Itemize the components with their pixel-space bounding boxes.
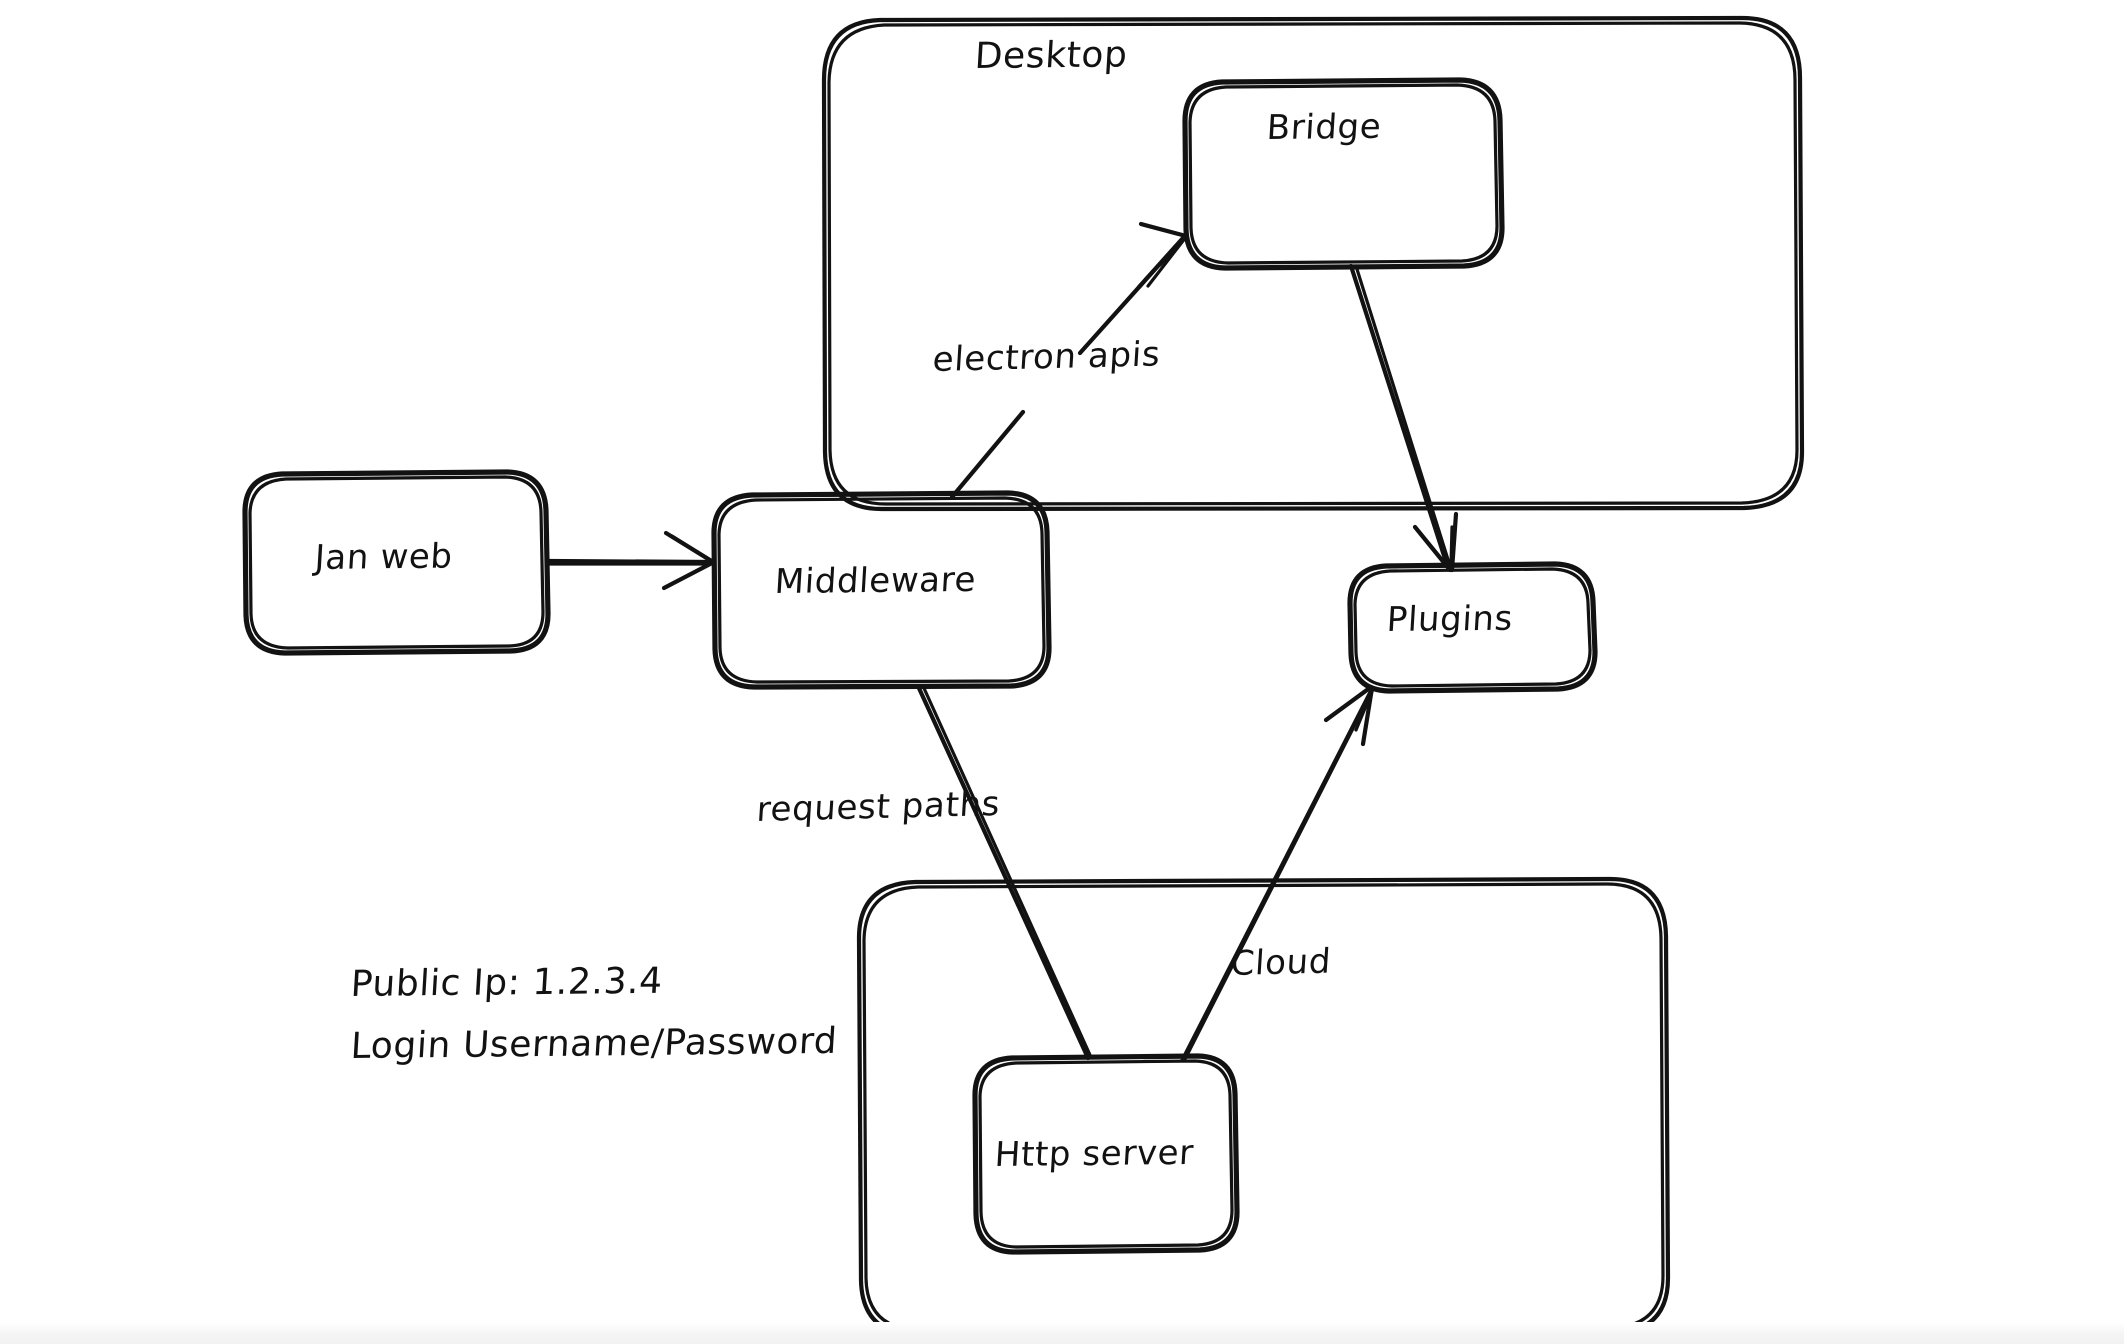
node-label-http-server: Http server — [993, 1132, 1195, 1175]
edge-middleware-to-http-server — [915, 683, 1092, 1061]
note-public-ip: Public Ip: 1.2.3.4 — [349, 960, 664, 1005]
node-plugins-shape[interactable] — [1347, 561, 1598, 694]
edge-web-to-middleware — [545, 530, 716, 591]
edge-label-electron-apis: electron apis — [931, 334, 1162, 380]
group-label-desktop: Desktop — [973, 34, 1129, 77]
note-login-credentials: Login Username/Password — [349, 1020, 839, 1067]
edge-bridge-to-plugins — [1348, 263, 1459, 573]
node-label-middleware: Middleware — [773, 559, 978, 602]
node-bridge-shape[interactable] — [1182, 77, 1505, 271]
edge-label-cloud: Cloud — [1229, 941, 1333, 984]
node-jan-web-shape[interactable] — [242, 469, 551, 656]
edge-label-request-paths: request paths — [755, 784, 1002, 830]
edge-http-server-to-plugins — [1180, 684, 1375, 1062]
edge-middleware-to-bridge — [949, 221, 1189, 500]
node-middleware-shape[interactable] — [711, 490, 1052, 690]
group-desktop-border — [821, 15, 1805, 512]
node-label-bridge: Bridge — [1265, 106, 1383, 148]
node-label-plugins: Plugins — [1385, 598, 1515, 640]
node-label-jan-web: Jan web — [313, 536, 454, 578]
node-http-server-shape[interactable] — [972, 1053, 1240, 1255]
bottom-edge-band — [0, 1322, 2124, 1344]
